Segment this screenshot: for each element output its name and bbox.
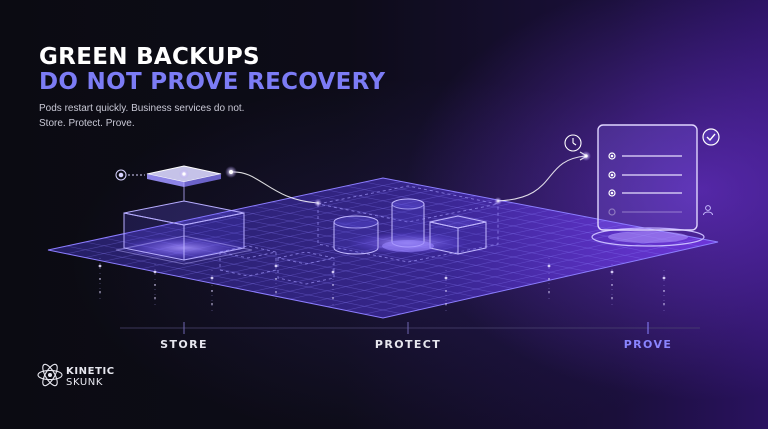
- drip-dot: [331, 270, 335, 274]
- stage-label-store: STORE: [160, 338, 208, 351]
- grid-line: [308, 227, 644, 304]
- drip-dot: [153, 270, 157, 274]
- grid-line: [178, 221, 514, 289]
- glow-nodes: [179, 151, 591, 207]
- brand-name-line-2: SKUNK: [66, 377, 103, 388]
- drip-dot: [445, 290, 447, 292]
- drip-dot: [444, 276, 448, 280]
- drip-dot: [611, 297, 613, 299]
- subtitle-line-2: Store. Protect. Prove.: [39, 118, 135, 129]
- drip-dot: [663, 290, 665, 292]
- drip-dot: [211, 303, 213, 305]
- brand-name-line-1: KINETIC: [66, 366, 115, 377]
- drip-dot: [210, 276, 214, 280]
- grid-line: [364, 238, 700, 315]
- store-cube: [115, 165, 253, 265]
- drip-dot: [275, 291, 277, 293]
- grid-line: [327, 189, 663, 255]
- headline-line-1: GREEN BACKUPS: [39, 44, 260, 70]
- drip-dot: [610, 270, 614, 274]
- clock-icon: [564, 134, 582, 152]
- drip-dot: [548, 291, 550, 293]
- headline-line-2: DO NOT PROVE RECOVERY: [39, 69, 386, 95]
- drip-dot: [98, 264, 102, 268]
- grid-line: [66, 181, 402, 255]
- grid-line: [327, 231, 663, 307]
- dashed-boxes: [219, 185, 499, 285]
- drip-dot: [611, 284, 613, 286]
- grid-line: [196, 217, 532, 285]
- grid-line: [271, 220, 607, 296]
- drip-dot: [154, 297, 156, 299]
- drip-dot: [332, 297, 334, 299]
- drip-dot: [99, 278, 101, 280]
- grid-line: [66, 245, 402, 315]
- drip-dot: [154, 284, 156, 286]
- grid-line: [289, 197, 626, 264]
- atom-logo-icon: [37, 363, 63, 387]
- drip-dot: [332, 284, 334, 286]
- drip-dot: [274, 264, 278, 268]
- prove-document: [591, 124, 705, 247]
- protect-cylinders: [333, 198, 487, 255]
- drip-dot: [662, 276, 666, 280]
- grid-line: [159, 199, 495, 273]
- grid-line: [178, 202, 514, 277]
- drip-dot: [663, 303, 665, 305]
- subtitle-line-1: Pods restart quickly. Business services …: [39, 103, 245, 114]
- grid-line: [252, 216, 588, 292]
- drip-dot: [99, 291, 101, 293]
- particle-drips: [98, 258, 666, 312]
- grid-line: [345, 234, 681, 311]
- grid-line: [289, 223, 626, 300]
- target-icon: [115, 169, 145, 181]
- stage-label-prove: PROVE: [623, 338, 673, 351]
- drip-dot: [547, 264, 551, 268]
- drip-dot: [548, 278, 550, 280]
- drip-dot: [445, 303, 447, 305]
- grid-line: [159, 225, 495, 293]
- stage-label-protect: PROTECT: [374, 338, 442, 351]
- drip-dot: [211, 290, 213, 292]
- user-icon: [703, 205, 713, 216]
- checkmark-icon: [702, 128, 720, 146]
- drip-dot: [275, 278, 277, 280]
- stage-axis: [120, 322, 700, 334]
- grid-line: [308, 193, 644, 260]
